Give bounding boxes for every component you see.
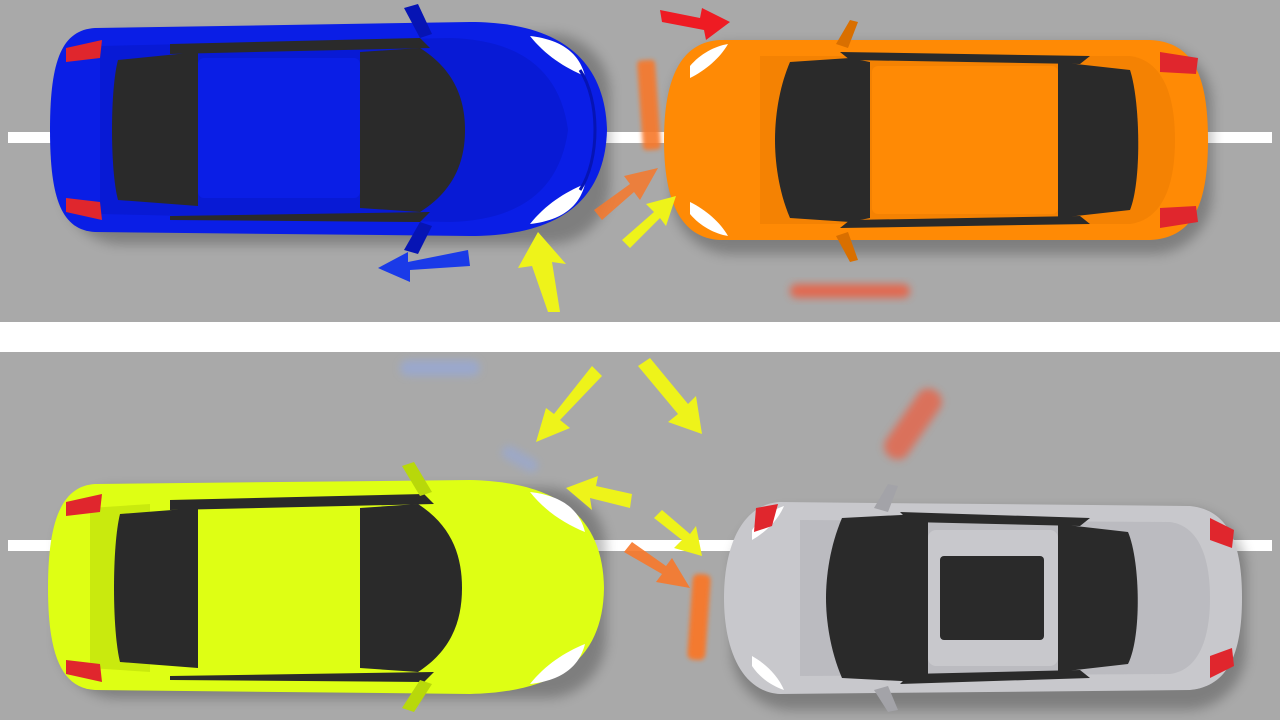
lane-marking-bottom [8, 540, 1272, 551]
lane-marking-top [8, 132, 1272, 143]
impact-arrow-icon [654, 510, 702, 556]
silver-car [724, 484, 1246, 712]
blue-car [50, 4, 610, 254]
motion-streak-icon [637, 59, 910, 298]
impact-arrow-icon [594, 168, 658, 220]
impact-arrow-icon [566, 476, 632, 510]
panel-divider [0, 322, 1280, 352]
impact-arrow-icon [638, 358, 702, 434]
impact-arrow-icon [622, 196, 676, 248]
impact-arrow-icon [378, 250, 470, 282]
motion-streak-icon [400, 360, 942, 661]
yellow-car [48, 462, 606, 712]
impact-arrow-icon [660, 8, 730, 40]
impact-arrow-icon [624, 542, 690, 588]
impact-arrow-icon [518, 232, 566, 312]
impact-arrow-icon [536, 366, 602, 442]
orange-car [664, 20, 1212, 262]
